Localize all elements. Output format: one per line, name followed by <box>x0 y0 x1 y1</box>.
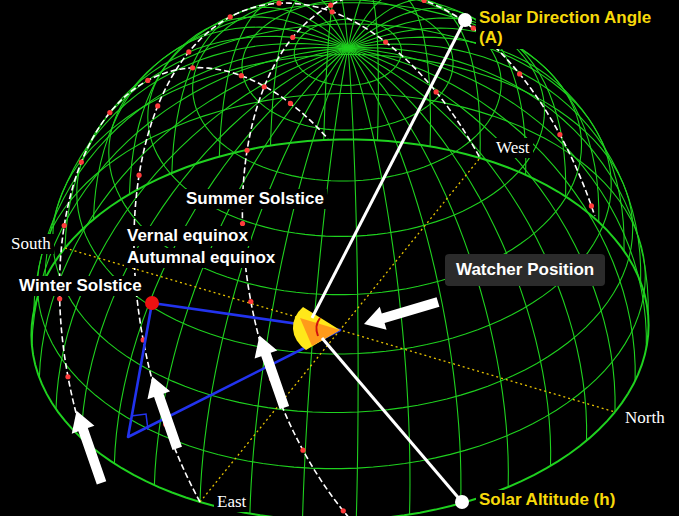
hour-dot <box>145 78 150 83</box>
altitude-triangle <box>128 303 340 437</box>
hour-dot <box>244 148 249 153</box>
compass-label: South <box>8 234 54 254</box>
hour-dot <box>589 203 594 208</box>
hour-dot <box>228 14 233 19</box>
altitude-circle <box>53 55 633 413</box>
pointer-arrow <box>72 411 106 485</box>
meridian-line <box>93 27 586 441</box>
hour-dot <box>107 110 112 115</box>
hour-dot <box>329 9 334 14</box>
horizon-axis <box>200 158 480 502</box>
hour-dot <box>434 89 439 94</box>
angle-arc <box>316 318 320 336</box>
right-angle-mark <box>131 414 148 430</box>
meridian-line <box>114 18 565 464</box>
sun-dot <box>145 296 159 310</box>
altitude-circle <box>193 0 502 181</box>
leader-line <box>312 20 465 318</box>
meridian-line <box>302 0 378 516</box>
meridian-line <box>34 47 647 348</box>
meridian-line <box>324 0 358 516</box>
hour-dot <box>290 35 295 40</box>
meridian-line <box>154 8 525 485</box>
season-label: Vernal equinox <box>124 226 251 246</box>
season-label: Autumnal equinox <box>124 248 278 268</box>
hour-dot <box>155 103 160 108</box>
hour-dot <box>557 132 562 137</box>
altitude-circle <box>77 24 611 354</box>
compass-label: North <box>622 408 668 428</box>
compass-label: West <box>493 138 533 158</box>
meridian-line <box>32 48 648 345</box>
callout-text: Watcher Position <box>456 260 594 279</box>
callout-box: Watcher Position <box>445 254 605 286</box>
altitude-sector <box>300 318 340 346</box>
hour-dot <box>328 3 333 8</box>
hour-dot <box>383 39 388 44</box>
dome-grid <box>31 0 648 516</box>
meridian-line <box>270 0 409 514</box>
hour-dot <box>288 101 293 106</box>
hour-dot <box>57 296 62 301</box>
hour-dot <box>190 65 195 70</box>
hour-dot <box>517 71 522 76</box>
altitude-circle <box>31 140 648 516</box>
sun-path <box>60 68 328 439</box>
pointer-arrow <box>255 336 289 410</box>
hour-dot <box>239 73 244 78</box>
leader-dot <box>458 13 472 27</box>
hour-dot <box>79 159 84 164</box>
leader-dot <box>455 495 469 509</box>
hour-dot <box>276 1 281 6</box>
pointer-arrow <box>364 297 439 330</box>
season-label: Winter Solstice <box>16 276 145 296</box>
hour-dot <box>262 84 267 89</box>
hour-dot <box>248 299 253 304</box>
direction-sector <box>293 307 340 350</box>
season-label: Summer Solstice <box>183 189 327 209</box>
leader-line <box>322 338 462 502</box>
hour-dot <box>62 223 67 228</box>
hour-dot <box>341 508 346 513</box>
hour-dot <box>422 0 427 3</box>
meridian-line <box>39 44 640 378</box>
pointer-arrow <box>147 376 181 450</box>
meridian-line <box>56 37 624 409</box>
hour-dot <box>65 374 70 379</box>
hour-dot <box>186 49 191 54</box>
compass-label: East <box>214 492 249 512</box>
hour-dot <box>136 173 141 178</box>
angle-callout: Solar Direction Angle (A) <box>476 8 672 49</box>
hour-dot <box>300 448 305 453</box>
angle-callout: Solar Altitude (h) <box>476 490 618 510</box>
